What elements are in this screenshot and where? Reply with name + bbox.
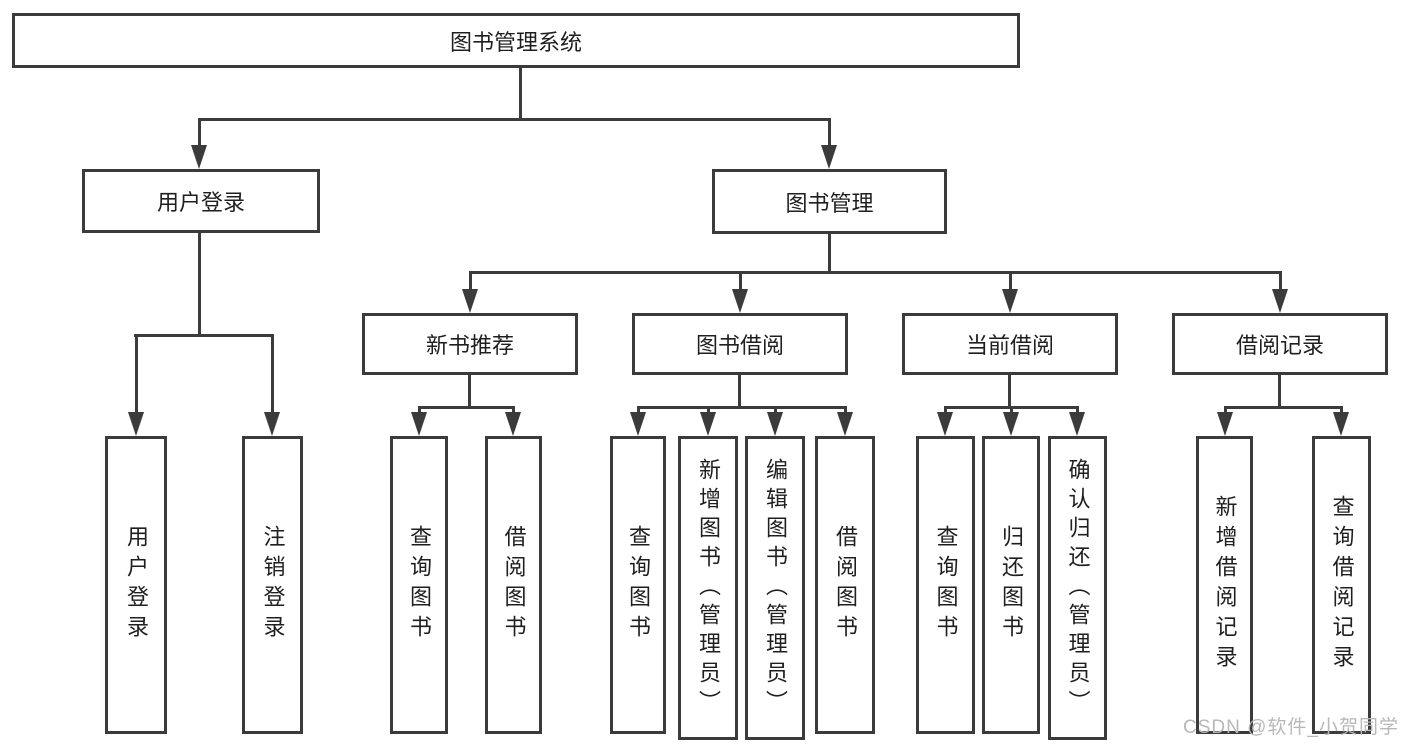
node-book-borrowing: 图书借阅 xyxy=(632,313,848,375)
leaf-query-books-c: 查询图书 xyxy=(916,436,975,734)
leaf-user-login: 用户登录 xyxy=(105,436,167,734)
connector-book-borrowing-bar xyxy=(637,406,846,409)
leaf-add-books: 新增图书（管理员） xyxy=(678,436,738,740)
connector-borrowing-records-stem xyxy=(1278,374,1281,408)
leaf-return-books: 归还图书 xyxy=(982,436,1040,734)
node-book-management: 图书管理 xyxy=(712,169,947,234)
connector-root-bar xyxy=(198,118,831,121)
connector-book-management-bar xyxy=(469,271,1281,274)
csdn-watermark: CSDN @软件_小贺同学 xyxy=(1183,717,1399,738)
leaf-confirm-return: 确认归还（管理员） xyxy=(1048,436,1107,740)
connector-user-login-stem xyxy=(198,231,201,336)
node-new-book-recommend: 新书推荐 xyxy=(362,313,578,375)
leaf-logout: 注销登录 xyxy=(242,436,303,734)
connector-book-borrowing-stem xyxy=(738,374,741,408)
connector-current-borrowing-stem xyxy=(1008,374,1011,408)
leaf-borrow-books-a: 借阅图书 xyxy=(485,436,542,734)
leaf-query-books-b: 查询图书 xyxy=(610,436,666,734)
node-borrowing-records: 借阅记录 xyxy=(1172,313,1388,375)
node-current-borrowing: 当前借阅 xyxy=(902,313,1118,375)
connector-user-login-bar xyxy=(134,334,274,337)
connector-book-management-stem xyxy=(828,231,831,274)
connector-new-book-recommend-stem xyxy=(468,374,471,408)
node-library-management-system: 图书管理系统 xyxy=(12,13,1020,68)
leaf-edit-books: 编辑图书（管理员） xyxy=(745,436,805,740)
leaf-add-borrow-record: 新增借阅记录 xyxy=(1196,436,1253,734)
connector-new-book-recommend-bar xyxy=(418,406,514,409)
connector-root-stem xyxy=(519,66,522,120)
leaf-borrow-books-b: 借阅图书 xyxy=(815,436,875,734)
leaf-query-books-a: 查询图书 xyxy=(390,436,448,734)
leaf-query-borrow-record: 查询借阅记录 xyxy=(1312,436,1371,734)
connector-borrowing-records-bar xyxy=(1224,406,1342,409)
node-user-login: 用户登录 xyxy=(82,169,320,233)
